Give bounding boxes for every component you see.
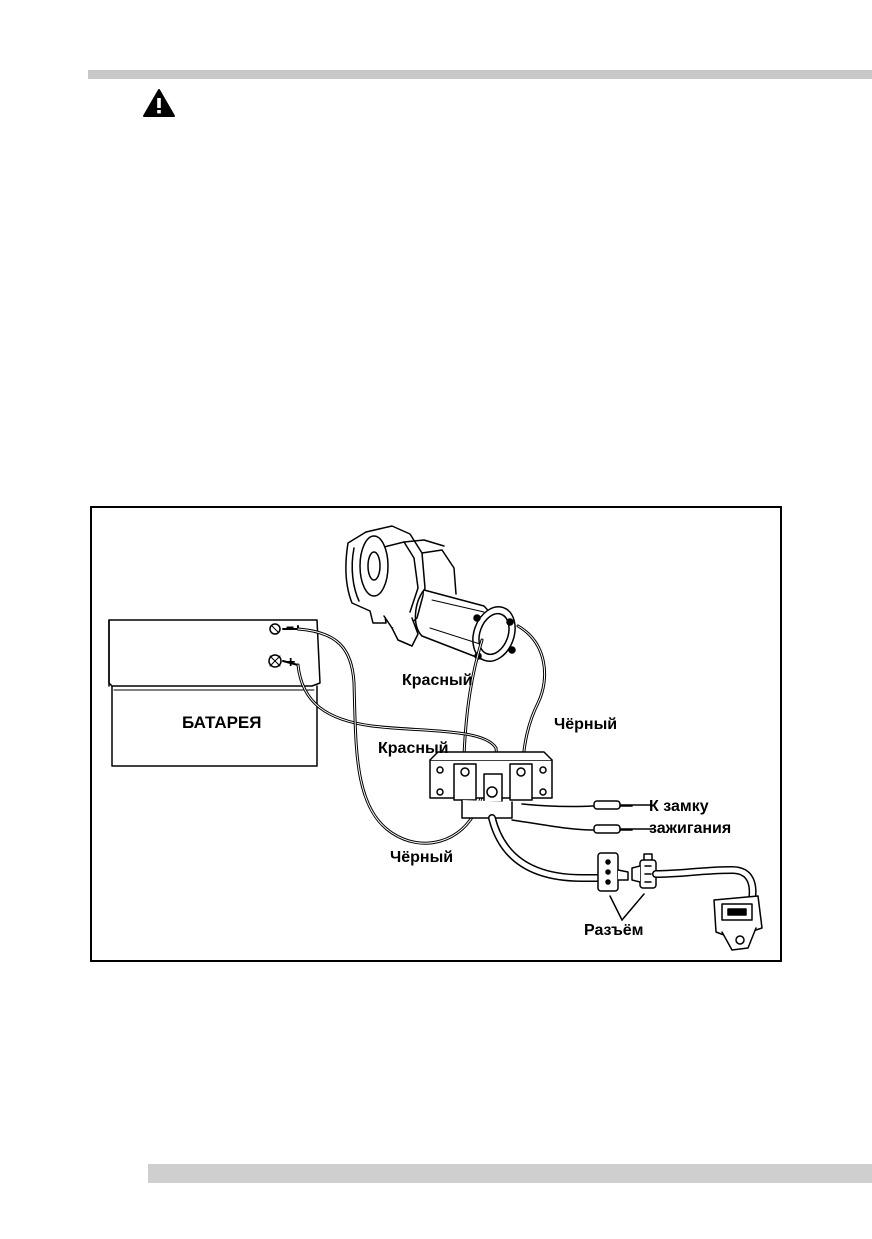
battery-positive-terminal: + — [286, 654, 296, 671]
battery-negative-terminal: − — [286, 619, 295, 635]
wiring-diagram-drawing — [108, 525, 763, 951]
label-red-wire-motor: Красный — [402, 672, 473, 689]
connector — [597, 852, 657, 892]
winch — [345, 525, 516, 662]
label-black-wire-motor: Чёрный — [554, 716, 618, 733]
footer-rule — [148, 1164, 872, 1183]
remote-control — [713, 895, 763, 951]
wiring-diagram: БАТАРЕЯ − + Красный Чёрный Красный Чёрны… — [90, 506, 782, 962]
label-ignition-line2: зажигания — [649, 820, 732, 837]
warning-icon — [143, 89, 175, 117]
label-black-wire-battery: Чёрный — [390, 849, 454, 866]
label-ignition-line1: К замку — [649, 798, 709, 815]
battery-label: БАТАРЕЯ — [182, 713, 262, 732]
battery — [108, 619, 321, 767]
header-rule — [88, 70, 872, 79]
label-connector: Разъём — [584, 922, 644, 939]
control-box — [429, 751, 553, 819]
label-red-wire-battery: Красный — [378, 740, 449, 757]
